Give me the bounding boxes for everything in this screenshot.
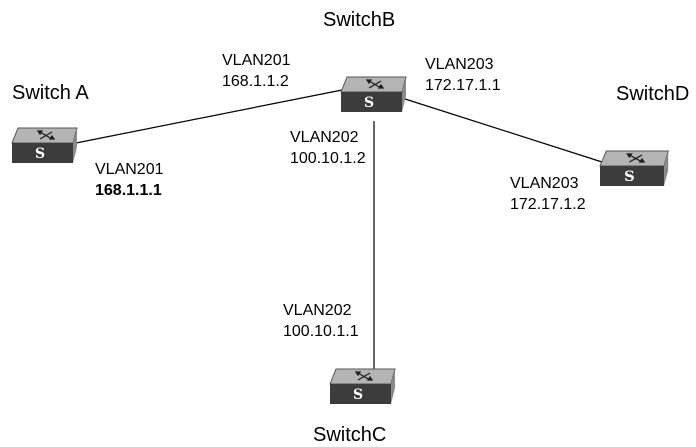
ip-address: 168.1.1.1 (95, 182, 162, 199)
switch-b-port-label-vlan201: VLAN201 168.1.1.2 (222, 50, 291, 92)
switch-a-icon (11, 127, 78, 164)
vlan-label: VLAN201 (222, 52, 291, 69)
vlan-label: VLAN203 (510, 175, 579, 192)
link-b-d (401, 97, 603, 163)
switch-d-label: SwitchD (616, 83, 690, 105)
link-a-b (75, 89, 343, 144)
ip-address: 100.10.1.1 (283, 323, 359, 340)
switch-d-port-label: VLAN203 172.17.1.2 (510, 173, 586, 215)
ip-address: 100.10.1.2 (290, 150, 366, 167)
switch-c-port-label: VLAN202 100.10.1.1 (283, 300, 359, 342)
switch-a-label: Switch A (12, 82, 89, 104)
switch-a-port-label: VLAN201 168.1.1.1 (95, 159, 164, 201)
switch-b-port-label-vlan202: VLAN202 100.10.1.2 (290, 127, 366, 169)
ip-address: 172.17.1.2 (510, 196, 586, 213)
switch-b-label: SwitchB (323, 9, 396, 31)
switch-b-icon (340, 76, 407, 113)
switch-b-port-label-vlan203: VLAN203 172.17.1.1 (425, 54, 501, 96)
vlan-label: VLAN202 (283, 302, 352, 319)
switch-c-icon (329, 368, 396, 405)
ip-address: 168.1.1.2 (222, 73, 289, 90)
switch-c-label: SwitchC (313, 424, 387, 446)
vlan-label: VLAN201 (95, 161, 164, 178)
vlan-label: VLAN202 (290, 129, 359, 146)
vlan-label: VLAN203 (425, 56, 494, 73)
ip-address: 172.17.1.1 (425, 77, 501, 94)
switch-d-icon (599, 150, 669, 187)
